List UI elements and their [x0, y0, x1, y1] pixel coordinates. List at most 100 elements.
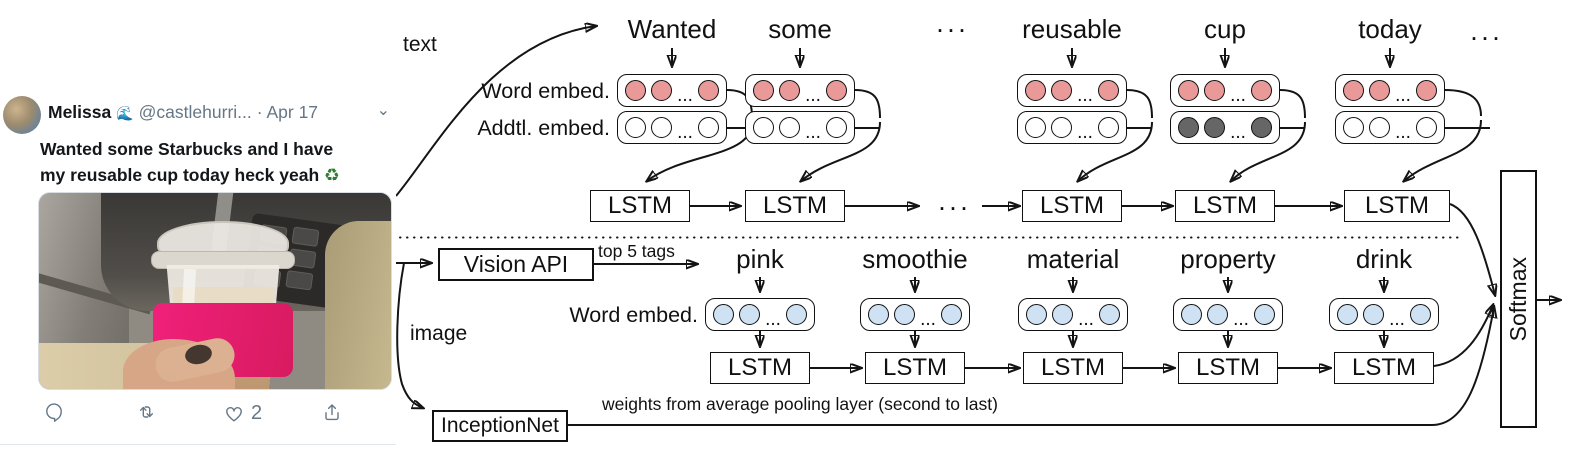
addtl-embed-box-3: ... — [1017, 111, 1127, 144]
tag-embed-box-4: ... — [1173, 298, 1283, 331]
embed-unit — [753, 117, 774, 138]
addtl-embed-box-5: ... — [1335, 111, 1445, 144]
softmax-label: Softmax — [1505, 256, 1531, 342]
tweet-card[interactable]: Melissa 🌊 @castlehurri... · Apr 17 ⌄ Wan… — [0, 86, 396, 445]
tag-word-4: property — [1180, 244, 1276, 274]
tweet-author-name[interactable]: Melissa — [48, 102, 112, 122]
embed-unit — [625, 117, 646, 138]
wire-botlstm-softmax — [1433, 305, 1493, 367]
word-embed-box-5: ... — [1335, 74, 1445, 107]
word-embed-box-1: ... — [617, 74, 727, 107]
recycle-emoji: ♻ — [324, 165, 340, 185]
tweet-header: Melissa 🌊 @castlehurri... · Apr 17 — [48, 102, 388, 123]
embed-unit — [941, 304, 962, 325]
embed-unit — [1051, 80, 1072, 101]
embed-dots: ... — [1395, 121, 1411, 143]
share-button[interactable] — [322, 402, 342, 422]
embed-dots: ... — [805, 121, 821, 143]
wire-embed-3a — [1126, 89, 1153, 119]
addtl-embed-box-2: ... — [745, 111, 855, 144]
lstm-bottom-2: LSTM — [865, 352, 965, 384]
tweet-text-line1: Wanted some Starbucks and I have — [40, 139, 334, 159]
embed-unit — [1343, 117, 1364, 138]
embed-unit — [1363, 304, 1384, 325]
embed-unit — [779, 80, 800, 101]
tweet-photo[interactable] — [38, 192, 392, 390]
tweet-timestamp[interactable]: · Apr 17 — [256, 102, 319, 122]
like-button[interactable]: 2 — [224, 402, 262, 425]
embed-unit-active — [1178, 117, 1199, 138]
lstm-top-3: LSTM — [1022, 190, 1122, 222]
embed-dots: ... — [1077, 121, 1093, 143]
inceptionnet-box: InceptionNet — [432, 410, 568, 442]
retweet-button[interactable] — [136, 402, 157, 422]
retweet-icon — [140, 406, 153, 418]
word-embed-row-label: Word embed. — [481, 79, 610, 103]
embed-unit — [1098, 80, 1119, 101]
lstm-top-4: LSTM — [1175, 190, 1275, 222]
lstm-bottom-3: LSTM — [1023, 352, 1123, 384]
embed-unit — [753, 80, 774, 101]
embed-unit-active — [1251, 117, 1272, 138]
tweet-handle[interactable]: @castlehurri... — [138, 102, 252, 122]
embed-unit — [1178, 80, 1199, 101]
embed-unit — [1254, 304, 1275, 325]
tweet-actions: 2 — [0, 400, 396, 430]
wire-toplstm-softmax — [1449, 203, 1495, 295]
embed-unit — [1416, 117, 1437, 138]
input-text-label: text — [403, 33, 437, 56]
embed-dots: ... — [1077, 84, 1093, 106]
embed-unit — [1416, 80, 1437, 101]
tag-word-2: smoothie — [862, 244, 968, 274]
embed-unit — [1337, 304, 1358, 325]
embed-unit — [1099, 304, 1120, 325]
top-word-1: Wanted — [627, 14, 717, 44]
ellipsis-words-right: ··· — [1469, 22, 1503, 52]
embed-dots: ... — [805, 84, 821, 106]
lstm-bottom-5: LSTM — [1334, 352, 1434, 384]
embed-unit — [1343, 80, 1364, 101]
like-count: 2 — [251, 402, 263, 424]
top-word-4: cup — [1204, 14, 1246, 44]
console-button — [291, 226, 320, 247]
lstm-top-1: LSTM — [590, 190, 690, 222]
heart-icon — [226, 406, 242, 421]
ellipsis-lstm-chain: ··· — [937, 192, 971, 222]
wire-embed-5a — [1444, 89, 1482, 117]
tag-embed-box-5: ... — [1329, 298, 1439, 331]
wire-embed-2a — [854, 89, 881, 119]
embed-unit — [1204, 80, 1225, 101]
word-embed-box-2: ... — [745, 74, 855, 107]
embed-unit — [713, 304, 734, 325]
embed-dots: ... — [765, 308, 781, 330]
embed-unit — [779, 117, 800, 138]
top5-tags-label: top 5 tags — [598, 241, 675, 261]
embed-dots: ... — [1389, 308, 1405, 330]
avatar[interactable] — [3, 96, 41, 134]
embed-unit — [1181, 304, 1202, 325]
embed-dots: ... — [1395, 84, 1411, 106]
embed-unit — [894, 304, 915, 325]
addtl-embed-box-4-highlighted: ... — [1170, 111, 1280, 144]
word-embed-box-4: ... — [1170, 74, 1280, 107]
embed-unit — [625, 80, 646, 101]
lstm-bottom-1: LSTM — [710, 352, 810, 384]
top-word-2: some — [768, 14, 832, 44]
embed-unit — [698, 117, 719, 138]
embed-unit — [1051, 117, 1072, 138]
tweet-text: Wanted some Starbucks and I have my reus… — [40, 136, 392, 188]
vision-api-box: Vision API — [438, 248, 594, 281]
embed-unit — [1052, 304, 1073, 325]
addtl-embed-box-1: ... — [617, 111, 727, 144]
tag-word-3: material — [1026, 244, 1120, 274]
embed-unit — [1369, 117, 1390, 138]
reply-button[interactable] — [44, 402, 64, 422]
embed-unit — [651, 80, 672, 101]
chevron-down-icon[interactable]: ⌄ — [376, 102, 390, 119]
input-image-label: image — [410, 322, 468, 345]
embed-dots: ... — [677, 121, 693, 143]
embed-unit-active — [1204, 117, 1225, 138]
embed-dots: ... — [677, 84, 693, 106]
embed-unit — [1207, 304, 1228, 325]
